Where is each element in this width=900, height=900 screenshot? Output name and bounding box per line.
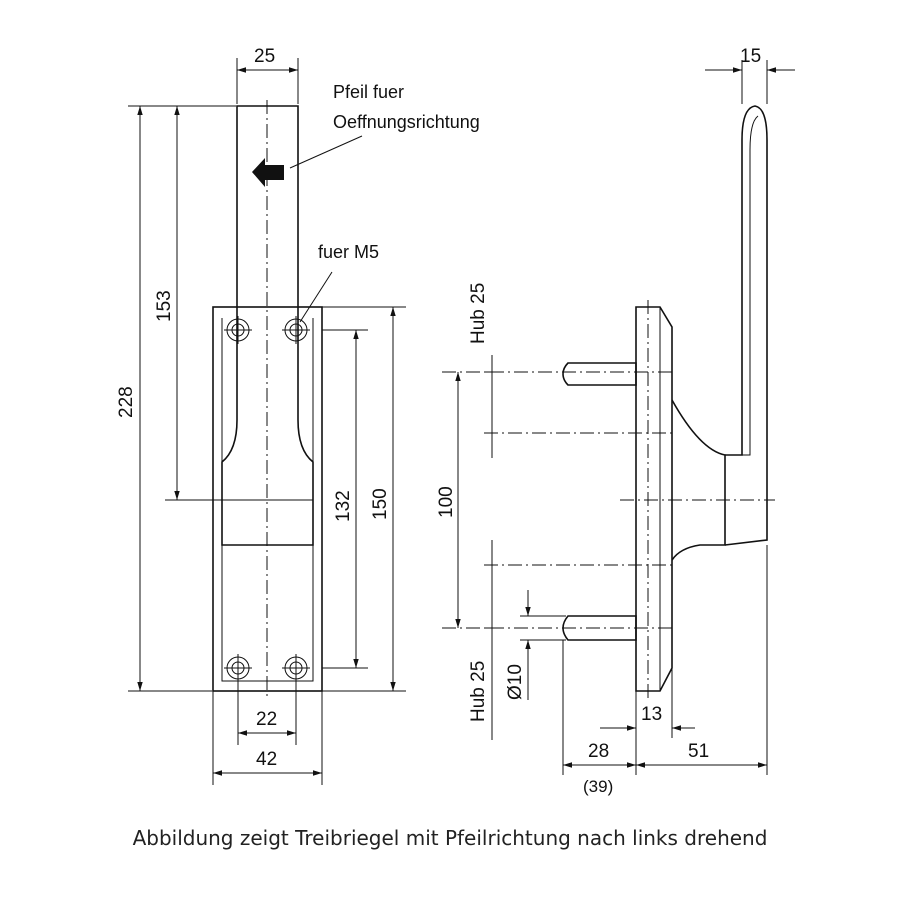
dim-height-upper: 153 — [154, 290, 175, 322]
side-view: 15 Hub 25 100 Hub 25 Ø10 13 28 (39) — [436, 46, 795, 796]
screw-hole-top-right — [282, 316, 310, 344]
mounting-plate — [212, 306, 323, 692]
arrow-leader — [289, 135, 363, 169]
dim-plate-height: 150 — [370, 488, 391, 520]
handle-lever — [724, 105, 768, 546]
front-view: 25 228 153 132 150 22 42 Pfeil fuer Oeff… — [116, 46, 480, 785]
base-plate — [635, 306, 673, 692]
screw-hole-bottom-right — [282, 654, 310, 682]
dim-pin-length: 28 — [588, 741, 609, 762]
dim-handle-depth: 51 — [688, 741, 709, 762]
dim-plate-width: 42 — [256, 749, 277, 770]
dim-pin-diameter: Ø10 — [505, 664, 526, 700]
dim-pin-distance: 100 — [436, 486, 457, 518]
dim-pin-length-alt: (39) — [583, 777, 613, 796]
screw-hole-bottom-left — [224, 654, 252, 682]
pin-bottom — [562, 615, 637, 641]
slider-bar — [221, 105, 314, 546]
dim-hole-span: 132 — [333, 490, 354, 522]
handle-lever-inner — [730, 115, 759, 456]
note-arrow-line2: Oeffnungsrichtung — [333, 112, 480, 132]
screw-leader — [299, 271, 333, 323]
dim-stroke-top: Hub 25 — [468, 283, 489, 344]
handle-body — [671, 399, 726, 561]
dim-plate-offset: 13 — [641, 704, 662, 725]
note-screw: fuer M5 — [318, 242, 379, 262]
figure-caption: Abbildung zeigt Treibriegel mit Pfeilric… — [132, 826, 768, 850]
screw-hole-top-left — [224, 316, 252, 344]
dim-width-top: 25 — [254, 46, 275, 67]
dim-height-total: 228 — [116, 386, 137, 418]
direction-arrow-icon — [252, 158, 284, 187]
dim-stroke-bottom: Hub 25 — [468, 661, 489, 722]
dim-handle-width: 15 — [740, 46, 761, 67]
note-arrow-line1: Pfeil fuer — [333, 82, 404, 102]
pin-top — [562, 362, 637, 386]
dim-hole-spacing: 22 — [256, 709, 277, 730]
